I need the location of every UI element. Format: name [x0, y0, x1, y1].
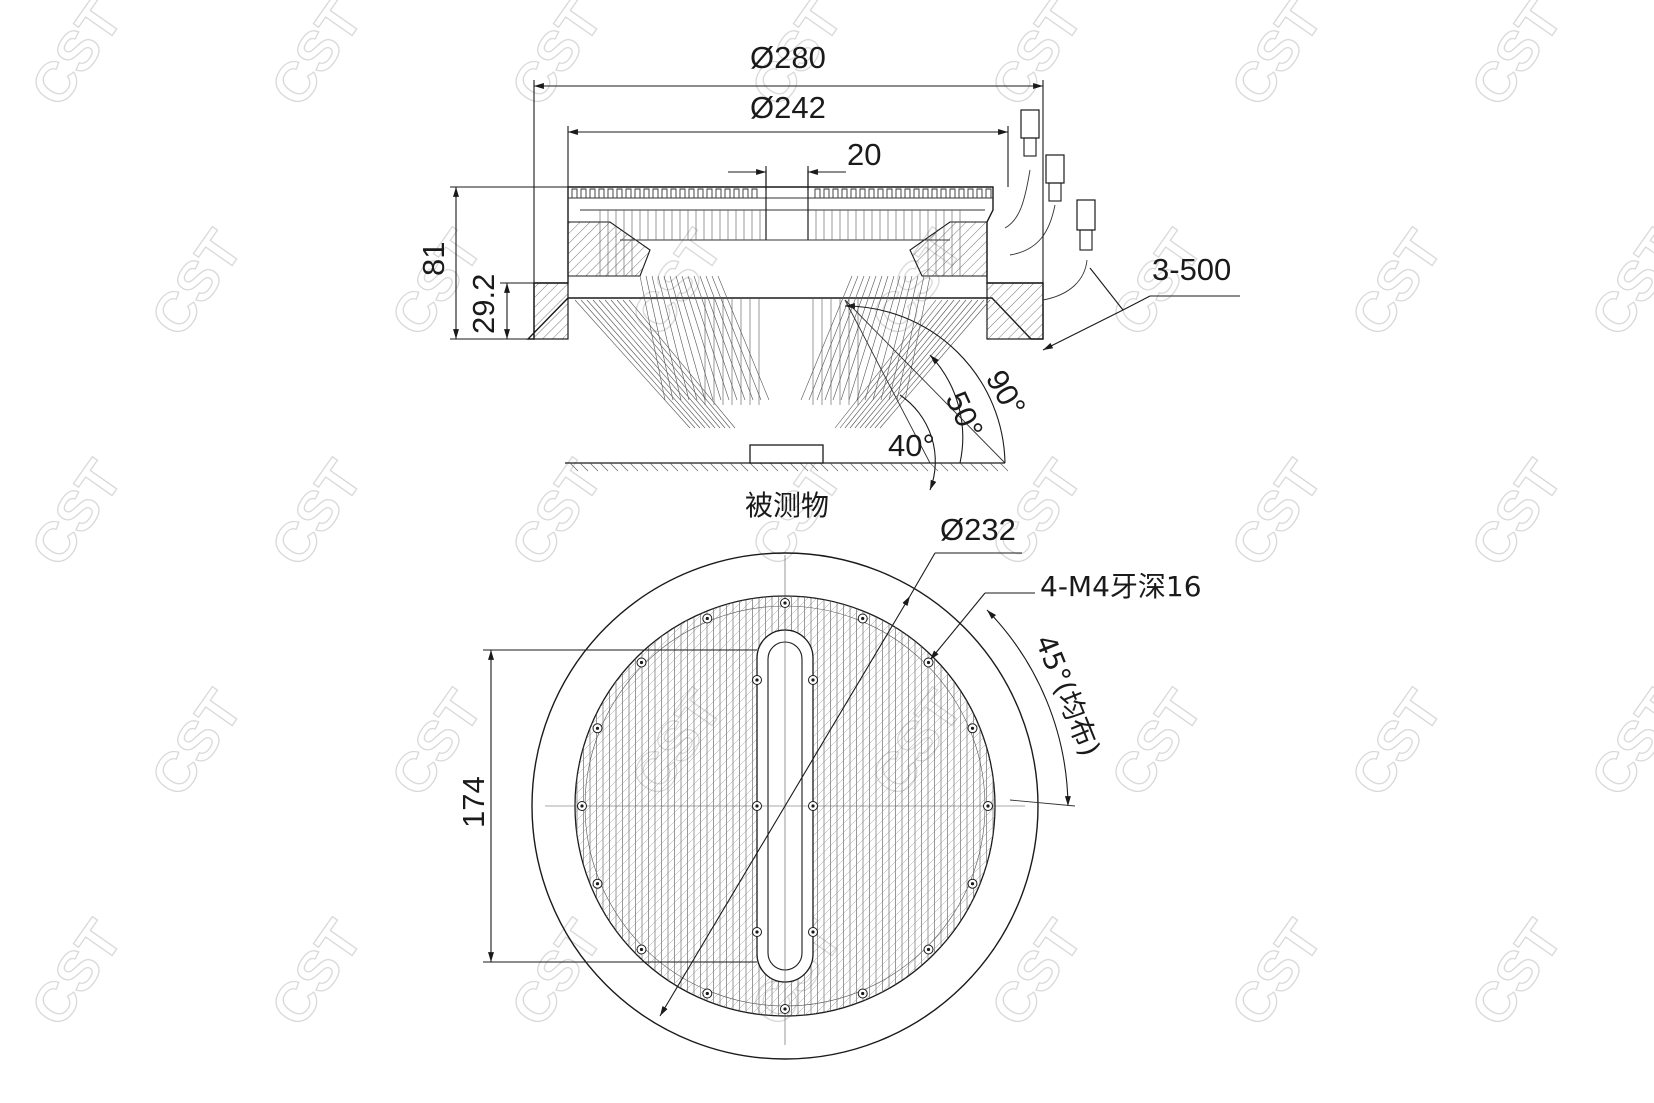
watermark-text: CST [1098, 679, 1214, 807]
watermark-text: CST [1458, 0, 1574, 117]
angle-40-label: 40° [888, 428, 935, 463]
housing-outline [526, 170, 1044, 340]
watermark-text: CST [18, 449, 134, 577]
angle-90-label: 90° [979, 364, 1033, 422]
watermark-text: CST [18, 0, 134, 117]
watermark-text: CST [498, 909, 614, 1037]
watermark-text: CST [258, 449, 374, 577]
window-width-label: 20 [847, 137, 881, 172]
dim-cable: 3-500 [1042, 252, 1240, 351]
outer-diameter-label: Ø280 [750, 40, 826, 75]
dim-slot-length: 174 [456, 649, 757, 963]
watermark-text: CST [258, 909, 374, 1037]
bottom-diameter-label: Ø232 [940, 512, 1016, 547]
angle-50-label: 50° [939, 386, 991, 443]
cable-bundle [1004, 109, 1096, 301]
watermark-text: CST [498, 0, 614, 117]
dim-hole-spacing: 45°(均布) [986, 609, 1107, 807]
lower-height-label: 29.2 [466, 274, 501, 334]
watermark-text: CST [138, 679, 254, 807]
dim-inner-diameter: Ø242 [567, 90, 1009, 187]
watermark-text: CST [1458, 449, 1574, 577]
watermark-text: CST [138, 219, 254, 347]
cable-label: 3-500 [1152, 252, 1231, 287]
object-label: 被测物 [745, 489, 829, 522]
led-beam-lines [574, 210, 991, 429]
watermark-text: CST [258, 0, 374, 117]
watermark-text: CST [1458, 909, 1574, 1037]
outer-ring [531, 552, 1039, 1060]
dim-bottom-diameter: Ø232 [659, 512, 1022, 1017]
watermark-text: CST [18, 909, 134, 1037]
watermark-text: CST [978, 0, 1094, 117]
watermark-text: CST [1578, 679, 1654, 807]
inner-diameter-label: Ø242 [750, 90, 826, 125]
watermark-text: CST [1338, 219, 1454, 347]
watermark-text: CST [1338, 679, 1454, 807]
watermark-text: CST [498, 449, 614, 577]
watermark-text: CST [978, 909, 1094, 1037]
watermark-text: CST [1578, 219, 1654, 347]
dim-window-width: 20 [728, 137, 881, 190]
watermark-text: CST [1218, 0, 1334, 117]
screw-holes [577, 598, 993, 1014]
dim-mount-holes: 4-M4牙深16 [929, 570, 1202, 661]
slot-length-label: 174 [456, 776, 491, 828]
watermark-text: CST [618, 219, 734, 347]
watermark-text: CST [1218, 909, 1334, 1037]
watermark-text: CST [1218, 449, 1334, 577]
hole-spacing-label: 45°(均布) [1029, 630, 1107, 761]
test-object: 被测物 [565, 444, 1009, 522]
watermark-text: CST [858, 679, 974, 807]
height-label: 81 [416, 242, 451, 276]
dim-height: 81 [416, 186, 568, 340]
dim-lower-height: 29.2 [466, 274, 534, 339]
dim-outer-diameter: Ø280 [533, 40, 1044, 283]
front-view: 被测物 Ø280 Ø242 [416, 40, 1240, 522]
mount-holes-label: 4-M4牙深16 [1040, 570, 1202, 603]
